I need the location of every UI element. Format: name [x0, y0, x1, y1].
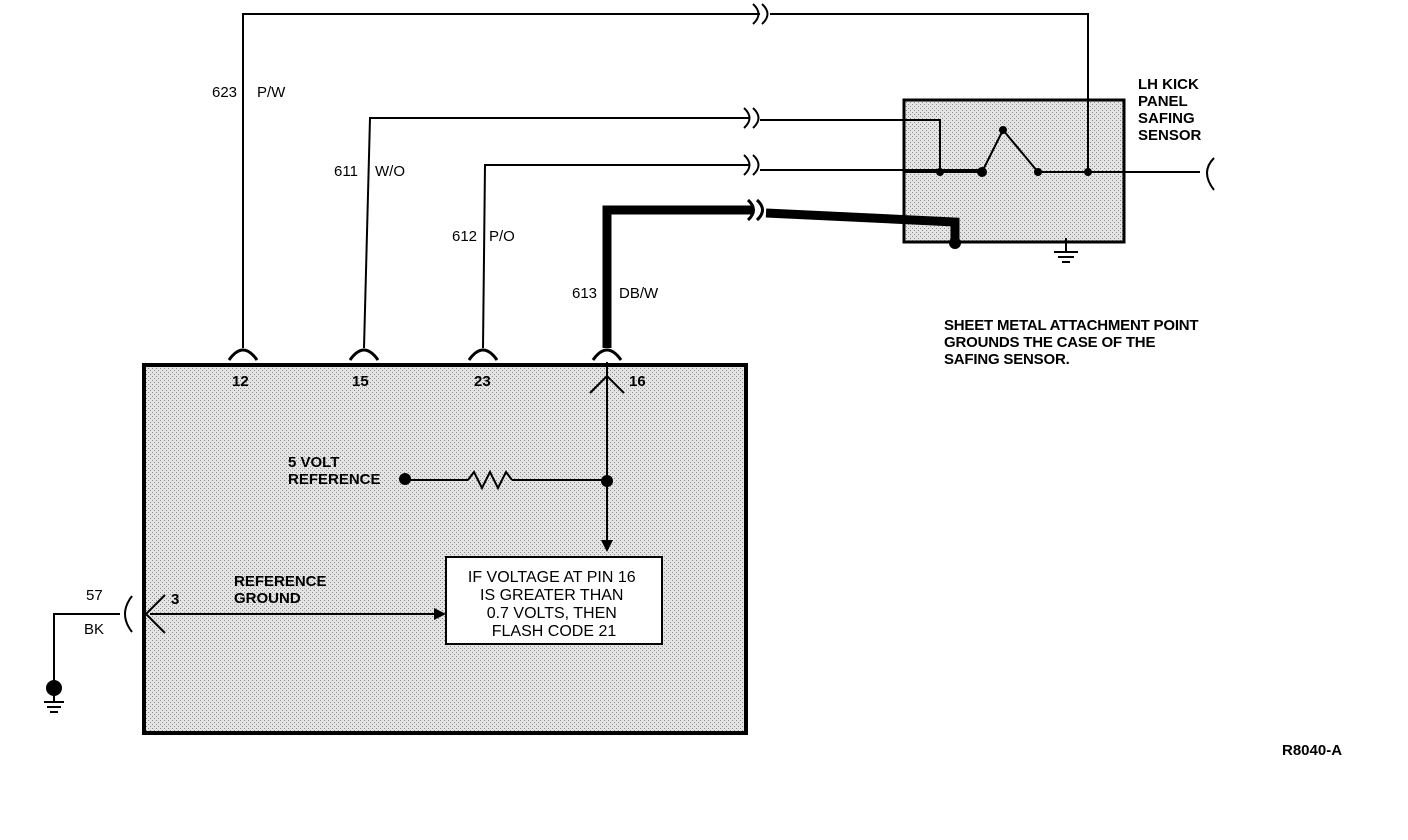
pin-15-label: 15: [352, 373, 369, 390]
ground-note-line: SHEET METAL ATTACHMENT POINT: [944, 317, 1199, 334]
svg-text:612: 612: [452, 228, 477, 245]
svg-text:623: 623: [212, 84, 237, 101]
pin-16-label: 16: [629, 373, 646, 390]
logic-box: [445, 556, 663, 645]
five-volt-reference-label: 5 VOLT REFERENCE: [288, 454, 381, 488]
svg-text:P/O: P/O: [489, 228, 515, 245]
svg-text:DB/W: DB/W: [619, 285, 659, 302]
wire-623: [242, 3, 1089, 348]
wire-613-number: 613: [572, 285, 597, 302]
ground-note-line: GROUNDS THE CASE OF THE: [944, 334, 1156, 351]
ground-note: SHEET METAL ATTACHMENT POINT GROUNDS THE…: [944, 317, 1199, 368]
pin-12-label: 12: [232, 373, 249, 390]
svg-text:12: 12: [232, 373, 249, 390]
svg-text:15: 15: [352, 373, 369, 390]
reference-ground-circuit: [53, 594, 440, 683]
wire-57-color: BK: [84, 621, 104, 638]
wire-613: [602, 198, 960, 348]
svg-text:16: 16: [629, 373, 646, 390]
wire-612-number: 612: [452, 228, 477, 245]
pin-3-label: 3: [171, 591, 179, 608]
pin16-circuit: [406, 362, 625, 545]
svg-text:23: 23: [474, 373, 491, 390]
reference-ground-label: REFERENCE GROUND: [234, 573, 331, 607]
pin-23-label: 23: [474, 373, 491, 390]
pin-connectors: [227, 348, 623, 361]
logic-box-text: IF VOLTAGE AT PIN 16 IS GREATER THAN 0.7…: [468, 569, 640, 640]
svg-text:R8040-A: R8040-A: [1282, 742, 1342, 759]
wire-611-color: W/O: [375, 163, 405, 180]
sensor-title: LH KICK PANEL SAFING SENSOR: [1138, 76, 1203, 144]
wire-623-number: 623: [212, 84, 237, 101]
figure-code: R8040-A: [1282, 742, 1342, 759]
wire-623-color: P/W: [257, 84, 286, 101]
ground-note-line: SAFING SENSOR.: [944, 351, 1070, 368]
sensor-ground-icon: [1054, 238, 1078, 263]
svg-text:P/W: P/W: [257, 84, 286, 101]
svg-text:3: 3: [171, 591, 179, 608]
wire-612: [482, 154, 982, 349]
wire-611-number: 611: [334, 163, 358, 180]
wire-612-color: P/O: [489, 228, 515, 245]
svg-text:611: 611: [334, 163, 358, 180]
ground-icon: [44, 680, 64, 713]
wire-611: [363, 107, 941, 349]
wire-57-number: 57: [86, 587, 103, 604]
wire-613-color: DB/W: [619, 285, 659, 302]
svg-text:BK: BK: [84, 621, 104, 638]
svg-text:W/O: W/O: [375, 163, 405, 180]
svg-text:57: 57: [86, 587, 103, 604]
module-box: [142, 363, 748, 735]
svg-text:613: 613: [572, 285, 597, 302]
